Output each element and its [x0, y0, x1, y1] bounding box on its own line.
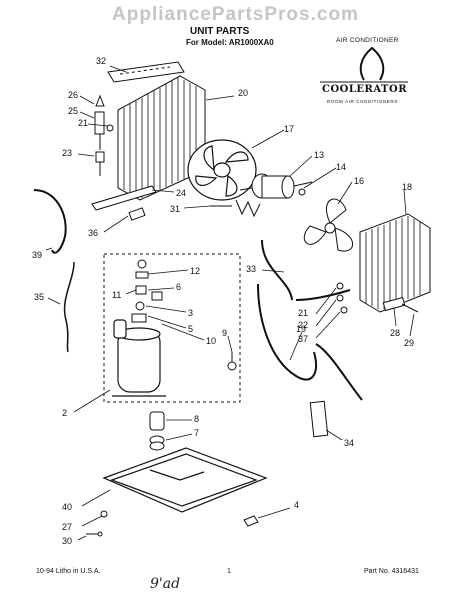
handwritten-signature: 9'ad — [150, 576, 181, 592]
callout-label: 27 — [62, 522, 72, 532]
callout-label: 12 — [190, 266, 200, 276]
callout-label: 20 — [238, 88, 248, 98]
footer-litho: 10-94 Litho in U.S.A. — [36, 568, 101, 575]
callout-label: 19 — [296, 324, 306, 334]
callout-label: 11 — [112, 290, 121, 300]
callout-label: 23 — [62, 148, 72, 158]
callout-label: 28 — [390, 328, 400, 338]
part-4-bracket — [243, 515, 259, 527]
footer-part-number: Part No. 4316431 — [364, 568, 419, 575]
part-26-25-23-thermostat — [94, 94, 114, 176]
part-12-6-11-3-5-10-electrical-parts — [131, 259, 163, 323]
callout-label: 29 — [404, 338, 414, 348]
part-14-nut — [298, 188, 306, 196]
callout-label: 33 — [246, 264, 256, 274]
part-8-7-mounts — [149, 411, 165, 451]
callout-label: 31 — [170, 204, 180, 214]
callout-label: 30 — [62, 536, 72, 546]
callout-label: 16 — [354, 176, 364, 186]
callout-label: 36 — [88, 228, 98, 238]
callout-label: 35 — [34, 292, 44, 302]
watermark: AppliancePartsPros.com — [112, 4, 359, 25]
part-9-grommet — [227, 352, 237, 371]
callout-label: 7 — [194, 428, 199, 438]
callout-label: 5 — [188, 324, 193, 334]
part-24-tube-bracket — [91, 185, 157, 211]
coolerator-logo-icon — [320, 46, 408, 83]
callout-label: 40 — [62, 502, 72, 512]
callout-label: 9 — [222, 328, 227, 338]
callout-label: 17 — [284, 124, 294, 134]
part-18-condenser-coil — [359, 213, 431, 313]
part-21-22-37-fittings — [336, 282, 348, 314]
callout-label: 21 — [78, 118, 88, 128]
brand-tagline: ROOM AIR CONDITIONERS — [327, 99, 398, 104]
callout-label: 26 — [68, 90, 78, 100]
part-13-fan-motor — [239, 173, 313, 199]
part-40-base-pan — [102, 447, 268, 513]
part-34-cover-plate — [309, 400, 329, 438]
part-16-condenser-fan — [303, 198, 353, 252]
callout-label: 34 — [344, 438, 354, 448]
callout-label: 32 — [96, 56, 106, 66]
callout-label: 21 — [298, 308, 308, 318]
callout-label: 6 — [176, 282, 181, 292]
brand-name: COOLERATOR — [322, 84, 408, 95]
part-32-top-bracket — [107, 61, 185, 83]
part-35-power-cord — [63, 261, 75, 353]
callout-label: 14 — [336, 162, 346, 172]
leader-lines — [45, 65, 415, 541]
callout-label: 4 — [294, 500, 299, 510]
callout-label: 10 — [206, 336, 216, 346]
callout-label: 13 — [314, 150, 324, 160]
part-39-drain-tube — [33, 189, 67, 254]
part-17-blower-wheel — [187, 139, 257, 201]
callout-label: 37 — [298, 334, 308, 344]
compressor-group-outline — [103, 253, 241, 403]
callout-label: 8 — [194, 414, 199, 424]
product-subtitle: AIR CONDITIONER — [336, 37, 399, 44]
callout-labels: 32 20 26 25 21 17 13 14 16 18 23 24 31 3… — [32, 56, 414, 546]
part-33-19-refrigerant-tubing — [257, 239, 363, 401]
part-31-motor-mount-screws — [210, 199, 261, 218]
callout-label: 39 — [32, 250, 42, 260]
part-20-evaporator-coil — [117, 75, 206, 201]
callout-label: 2 — [62, 408, 67, 418]
callout-label: 18 — [402, 182, 412, 192]
callout-label: 22 — [298, 320, 308, 330]
part-36-clip — [128, 207, 146, 221]
part-27-30-screws — [86, 510, 108, 537]
part-2-compressor — [112, 319, 166, 397]
page-title: UNIT PARTS — [190, 26, 250, 37]
callout-label: 24 — [176, 188, 186, 198]
model-label: For Model: AR1000XA0 — [186, 38, 274, 47]
callout-label: 25 — [68, 106, 78, 116]
callout-label: 3 — [188, 308, 193, 318]
part-28-29-capillary — [382, 296, 419, 313]
footer-page-number: 1 — [227, 568, 231, 575]
